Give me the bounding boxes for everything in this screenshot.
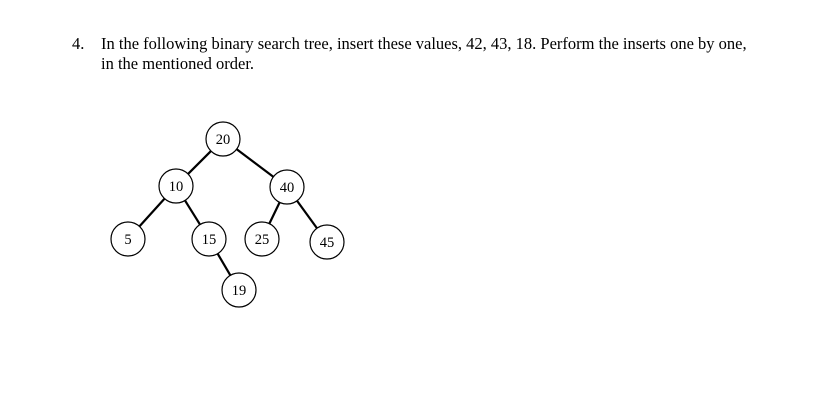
tree-node-label: 19 [232,283,247,299]
tree-node-label: 10 [169,179,184,195]
tree-edge-40-25 [266,198,283,228]
tree-node-25: 25 [244,221,280,257]
tree-edge-40-45 [293,196,321,233]
tree-node-label: 5 [124,232,131,248]
tree-node-5: 5 [110,221,146,257]
question-line-2: in the mentioned order. [101,54,255,73]
tree-node-label: 20 [216,132,231,148]
question-line-1: In the following binary search tree, ins… [101,34,747,53]
tree-node-label: 40 [280,180,295,196]
tree-node-19: 19 [221,272,257,308]
tree-edge-20-40 [232,145,278,181]
tree-node-40: 40 [269,169,305,205]
tree-node-circle [269,169,305,205]
tree-node-15: 15 [191,221,227,257]
tree-edges [135,145,321,280]
tree-node-20: 20 [205,121,241,157]
question-number: 4. [72,34,85,53]
question-text: In the following binary search tree, ins… [101,34,801,74]
tree-node-label: 25 [255,232,270,248]
tree-nodes: 20 10 40 5 15 25 45 19 [110,121,345,308]
tree-edge-15-19 [214,249,234,280]
tree-node-circle [221,272,257,308]
tree-edge-10-5 [135,194,169,231]
tree-node-circle [191,221,227,257]
tree-edge-10-15 [181,196,204,229]
tree-edge-20-10 [184,147,215,178]
tree-node-label: 15 [202,232,217,248]
tree-node-10: 10 [158,168,194,204]
tree-node-circle [205,121,241,157]
tree-node-45: 45 [309,224,345,260]
tree-node-circle [244,221,280,257]
tree-node-label: 45 [320,235,335,251]
tree-node-circle [110,221,146,257]
tree-node-circle [158,168,194,204]
tree-node-circle [309,224,345,260]
